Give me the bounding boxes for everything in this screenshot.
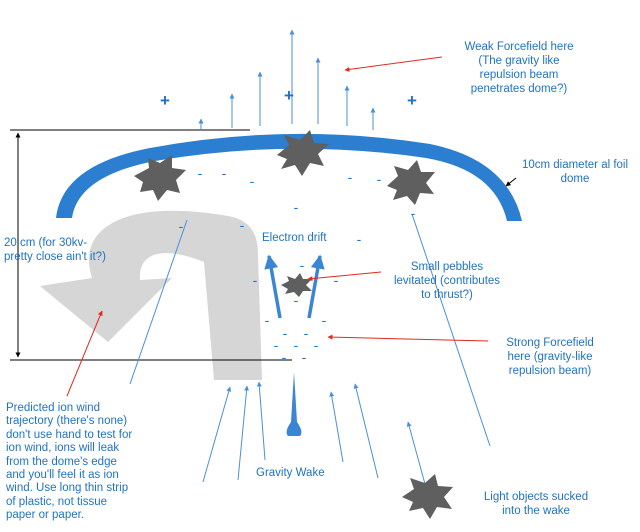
height-label: 20 cm (for 30kv- pretty close ain't it?) (4, 237, 106, 263)
minus-sign: - (240, 217, 245, 233)
minus-sign: - (314, 337, 319, 353)
minus-sign: - (294, 337, 299, 353)
gravity-wake-arrows (202, 381, 426, 485)
charge-burst-icon (387, 160, 435, 205)
minus-sign: - (322, 312, 327, 328)
charge-signs: + + + - - - - - - - - - - - - - - - - - … (160, 86, 417, 365)
plus-sign: + (160, 91, 170, 110)
minus-sign: - (304, 325, 309, 341)
dome-arc (56, 133, 522, 221)
minus-sign: - (294, 292, 299, 308)
dome-pointer (505, 177, 517, 187)
dome-label: 10cm diameter al foil dome (521, 159, 629, 185)
minus-sign: - (348, 169, 353, 185)
pointer-lines-blue (129, 213, 491, 447)
minus-sign: - (282, 349, 287, 365)
electron-drift-label: Electron drift (262, 232, 327, 244)
minus-sign: - (179, 218, 184, 234)
minus-sign: - (334, 272, 339, 288)
strong-forcefield-label: Strong Forcefield here (gravity-like rep… (506, 337, 594, 377)
plus-sign: + (407, 91, 417, 110)
ion-wind-label: Predicted ion wind trajectory (there's n… (6, 402, 133, 522)
minus-sign: - (377, 171, 382, 187)
gravity-wake-cone (286, 372, 302, 436)
gravity-wake-label: Gravity Wake (256, 467, 325, 479)
minus-sign: - (302, 349, 307, 365)
minus-sign: - (222, 165, 227, 181)
minus-sign: - (411, 205, 416, 221)
pebbles-label: Small pebbles levitated (contributes to … (393, 261, 501, 301)
minus-sign: - (283, 325, 288, 341)
electron-drift-arrows (264, 254, 325, 319)
wake-burst-icon (402, 474, 453, 519)
minus-sign: - (357, 231, 362, 247)
annotation-pointers-red (66, 56, 489, 397)
minus-sign: - (198, 165, 203, 181)
charge-burst-icon (277, 130, 329, 176)
repulsion-beam-arrows (198, 29, 376, 130)
ion-wind-arrow (40, 210, 262, 380)
minus-sign: - (274, 337, 279, 353)
minus-sign: - (294, 199, 299, 215)
pebbles-burst-icon (281, 273, 312, 297)
plus-sign: + (284, 86, 294, 105)
charge-burst-icon (134, 155, 186, 201)
weak-forcefield-label: Weak Forcefield here (The gravity like r… (464, 41, 574, 95)
minus-sign: - (300, 257, 305, 273)
minus-sign: - (265, 312, 270, 328)
light-objects-label: Light objects sucked into the wake (483, 491, 589, 517)
minus-sign: - (253, 272, 258, 288)
minus-sign: - (250, 173, 255, 189)
height-dimension (10, 129, 292, 361)
